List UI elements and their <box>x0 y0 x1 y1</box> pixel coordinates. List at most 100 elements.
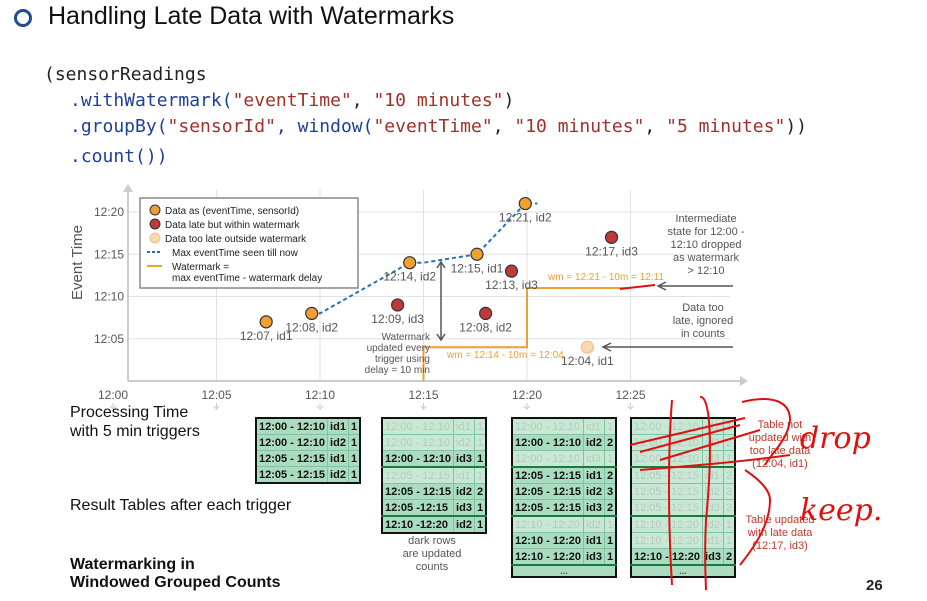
x-tick-label: 12:05 <box>201 388 231 402</box>
data-point-too-late <box>580 340 594 354</box>
legend-marker-on-time <box>149 204 161 216</box>
note-line: with late data <box>747 527 813 539</box>
cell-sensor-id: id1 <box>702 417 724 435</box>
code-token: )) <box>785 116 808 137</box>
legend-label: Data late but within watermark <box>165 220 301 231</box>
watermark-update-note: Watermark <box>381 332 431 343</box>
cell-sensor-id: id3 <box>702 450 724 468</box>
cell-sensor-id: id3 <box>453 499 475 517</box>
cell-count: 1 <box>603 532 617 549</box>
cell-window: 12:05 - 12:15 <box>511 483 585 500</box>
data-point-on-time <box>259 315 273 329</box>
legend-label: max eventTime - watermark delay <box>172 273 322 284</box>
code-line-1: (sensorReadings <box>44 64 207 85</box>
data-point-label: 12:09, id3 <box>371 312 424 326</box>
bullet-icon <box>14 9 32 27</box>
too-late-note: Data too <box>682 302 724 314</box>
table-updated-note: Table updated with late data (12:17, id3… <box>735 514 825 553</box>
footer-line: Watermarking in <box>70 556 195 573</box>
table-more-row: ... <box>511 564 617 578</box>
cell-window: 12:05 - 12:15 <box>255 450 329 467</box>
trigger-arrow <box>627 403 634 411</box>
processing-time-label: Processing Time with 5 min triggers <box>70 403 200 441</box>
trigger-arrow <box>316 403 324 411</box>
data-point-late <box>391 298 405 312</box>
data-point-late <box>479 306 493 320</box>
too-late-arrow <box>601 342 733 352</box>
trigger-arrow <box>420 403 427 411</box>
watermark-label-1: wm = 12:14 - 10m = 12:04 <box>446 350 564 361</box>
cell-sensor-id: id3 <box>702 499 724 517</box>
cell-count: 2 <box>603 434 617 451</box>
cell-sensor-id: id3 <box>702 548 724 566</box>
cell-window: 12:00 - 12:10 <box>511 417 585 435</box>
trigger-arrow <box>523 403 531 411</box>
cell-sensor-id: id1 <box>702 532 724 549</box>
code-token: , <box>644 116 667 137</box>
cell-sensor-id: id1 <box>327 450 349 467</box>
cell-count: 2 <box>722 499 736 517</box>
cell-sensor-id: id2 <box>702 434 724 451</box>
note-line: updated with <box>748 432 812 444</box>
cell-window: 12:10 -12:20 <box>381 515 455 534</box>
cell-sensor-id: id3 <box>453 450 475 468</box>
cell-count: 1 <box>603 417 617 435</box>
cell-count: 1 <box>603 515 617 533</box>
too-late-note: late, ignored <box>673 315 734 327</box>
note-line: (12:17, id3) <box>752 540 808 552</box>
intermediate-state-note: as watermark <box>673 252 740 264</box>
ellipsis: ... <box>511 564 617 578</box>
data-point-label: 12:13, id3 <box>485 278 538 292</box>
cell-count: 1 <box>347 450 361 467</box>
cell-count: 1 <box>473 499 487 517</box>
cell-window: 12:00 - 12:10 <box>381 434 455 451</box>
data-point-label: 12:14, id2 <box>383 270 436 284</box>
x-axis-arrow <box>740 376 748 386</box>
x-tick-label: 12:20 <box>512 388 542 402</box>
cell-window: 12:10 - 12:20 <box>630 515 704 533</box>
note-line: Table updated <box>745 514 815 526</box>
label-line: with 5 min triggers <box>70 423 200 440</box>
legend-box <box>139 197 359 289</box>
cell-sensor-id: id3 <box>583 499 605 517</box>
cell-count: 2 <box>473 483 487 500</box>
note-line: Table not <box>757 419 803 431</box>
cell-count: 1 <box>473 515 487 534</box>
intermediate-state-note: > 12:10 <box>687 265 724 277</box>
note-line: dark rows <box>408 535 456 547</box>
cell-sensor-id: id1 <box>583 532 605 549</box>
data-point-late <box>504 264 519 278</box>
cell-sensor-id: id1 <box>583 417 605 435</box>
cell-sensor-id: id1 <box>453 417 475 435</box>
data-point-on-time <box>470 247 484 261</box>
watermark-update-note: updated every <box>367 343 430 354</box>
cell-window: 12:05 - 12:15 <box>255 466 329 484</box>
data-point-on-time <box>403 256 417 270</box>
cell-sensor-id: id2 <box>583 483 605 500</box>
cell-count: 1 <box>473 466 487 484</box>
cell-window: 12:05 - 12:15 <box>630 499 704 517</box>
cell-count: 2 <box>722 548 736 566</box>
cell-count: 2 <box>603 466 617 484</box>
cell-sensor-id: id2 <box>702 515 724 533</box>
slide-title: Handling Late Data with Watermarks <box>48 2 455 30</box>
too-late-note: in counts <box>681 328 726 340</box>
cell-count: 3 <box>603 483 617 500</box>
cell-count: 2 <box>722 466 736 484</box>
cell-window: 12:05 - 12:15 <box>381 466 455 484</box>
note-line: counts <box>415 561 449 573</box>
watermark-update-note: delay = 10 min <box>365 365 430 376</box>
trigger-arrow <box>213 403 220 411</box>
cell-count: 3 <box>722 483 736 500</box>
x-tick-label: 12:15 <box>408 388 438 402</box>
cell-count: 2 <box>603 499 617 517</box>
